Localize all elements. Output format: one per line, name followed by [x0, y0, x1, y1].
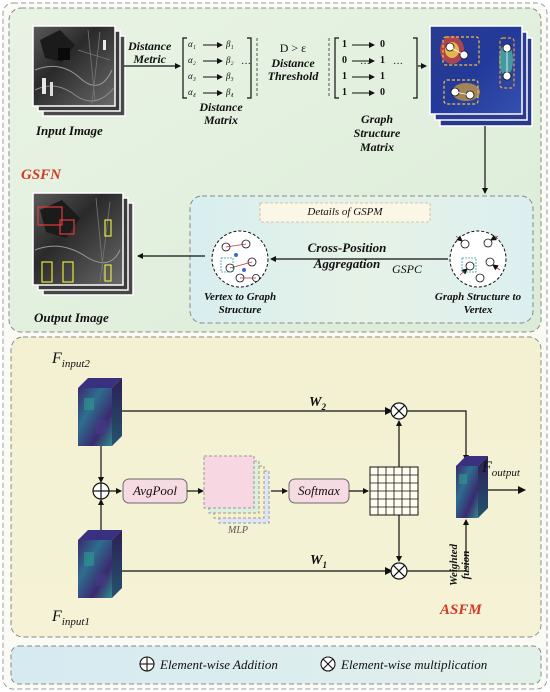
- distance-matrix-left-bracket: [182, 37, 187, 99]
- matrix-left-1: 0: [342, 55, 347, 66]
- beta-4: β₄: [226, 87, 234, 97]
- beta-2: β₂: [226, 55, 234, 65]
- graph-matrix-arrows: [352, 42, 375, 96]
- legend-multiply-icon: [320, 656, 336, 672]
- gspm-title-box: [259, 202, 431, 223]
- matrix-right-1: 1: [380, 55, 385, 66]
- output-feature-block: [456, 456, 488, 518]
- multiply-node-bottom: [390, 562, 408, 580]
- threshold-condition: D > ε: [279, 41, 307, 55]
- multiply-node-top: [390, 402, 408, 420]
- gspc-label: GSPC: [392, 262, 422, 276]
- mlp-label: MLP: [228, 525, 248, 536]
- output-image-label: Output Image: [34, 310, 109, 325]
- graph-to-vertex-circle: [449, 230, 507, 288]
- input-image-label: Input Image: [36, 123, 103, 138]
- asfm-panel: [10, 336, 542, 638]
- distance-matrix-arrows: [203, 42, 223, 96]
- alpha-1: α₁: [188, 39, 196, 49]
- input2-feature-block: [78, 378, 122, 446]
- legend-addition-label: Element-wise Addition: [160, 657, 278, 672]
- input1-label: Finput1: [52, 608, 90, 629]
- gsfn-section-label: GSFN: [21, 167, 62, 183]
- beta-1: β₁: [226, 39, 234, 49]
- matrix-right-0: 0: [380, 39, 385, 50]
- beta-3: β₃: [226, 71, 234, 81]
- input1-feature-block: [78, 530, 122, 598]
- matrix-right-2: 1: [380, 71, 385, 82]
- asfm-section-label: ASFM: [440, 602, 482, 618]
- matrix-left-0: 1: [342, 39, 347, 50]
- distance-matrix-dots: ···: [241, 59, 251, 70]
- addition-node: [92, 482, 110, 500]
- mlp-stack: [203, 455, 270, 524]
- graph-matrix-left-bracket: [334, 37, 339, 99]
- heatmap-image-stack: [429, 25, 533, 127]
- legend-addition-icon: [139, 656, 155, 672]
- gspm-title: Details of GSPM: [307, 206, 383, 218]
- distance-matrix-right-bracket: [247, 37, 252, 99]
- softmax-label: Softmax: [298, 483, 340, 498]
- output-label: Foutput: [482, 459, 520, 480]
- graph-matrix-dots-inner: ···: [360, 59, 370, 70]
- matrix-left-3: 1: [342, 87, 347, 98]
- graph-matrix-right-bracket: [413, 37, 418, 99]
- alpha-4: α₄: [188, 87, 196, 97]
- avgpool-label: AvgPool: [132, 483, 178, 498]
- matrix-left-2: 1: [342, 71, 347, 82]
- graph-matrix-dots: ···: [393, 59, 403, 70]
- output-image-stack: [32, 192, 134, 296]
- legend-multiplication-label: Element-wise multiplication: [341, 657, 488, 672]
- alpha-2: α₂: [188, 55, 196, 65]
- w1-label: W1: [310, 553, 327, 570]
- matrix-right-3: 0: [380, 87, 385, 98]
- input2-label: Finput2: [52, 350, 90, 371]
- vertex-to-graph-circle: [211, 230, 269, 288]
- attention-weight-grid: [369, 466, 419, 516]
- input-image-stack: [32, 25, 126, 117]
- legend-panel: [10, 645, 542, 685]
- alpha-3: α₃: [188, 71, 196, 81]
- w2-label: W2: [309, 395, 326, 412]
